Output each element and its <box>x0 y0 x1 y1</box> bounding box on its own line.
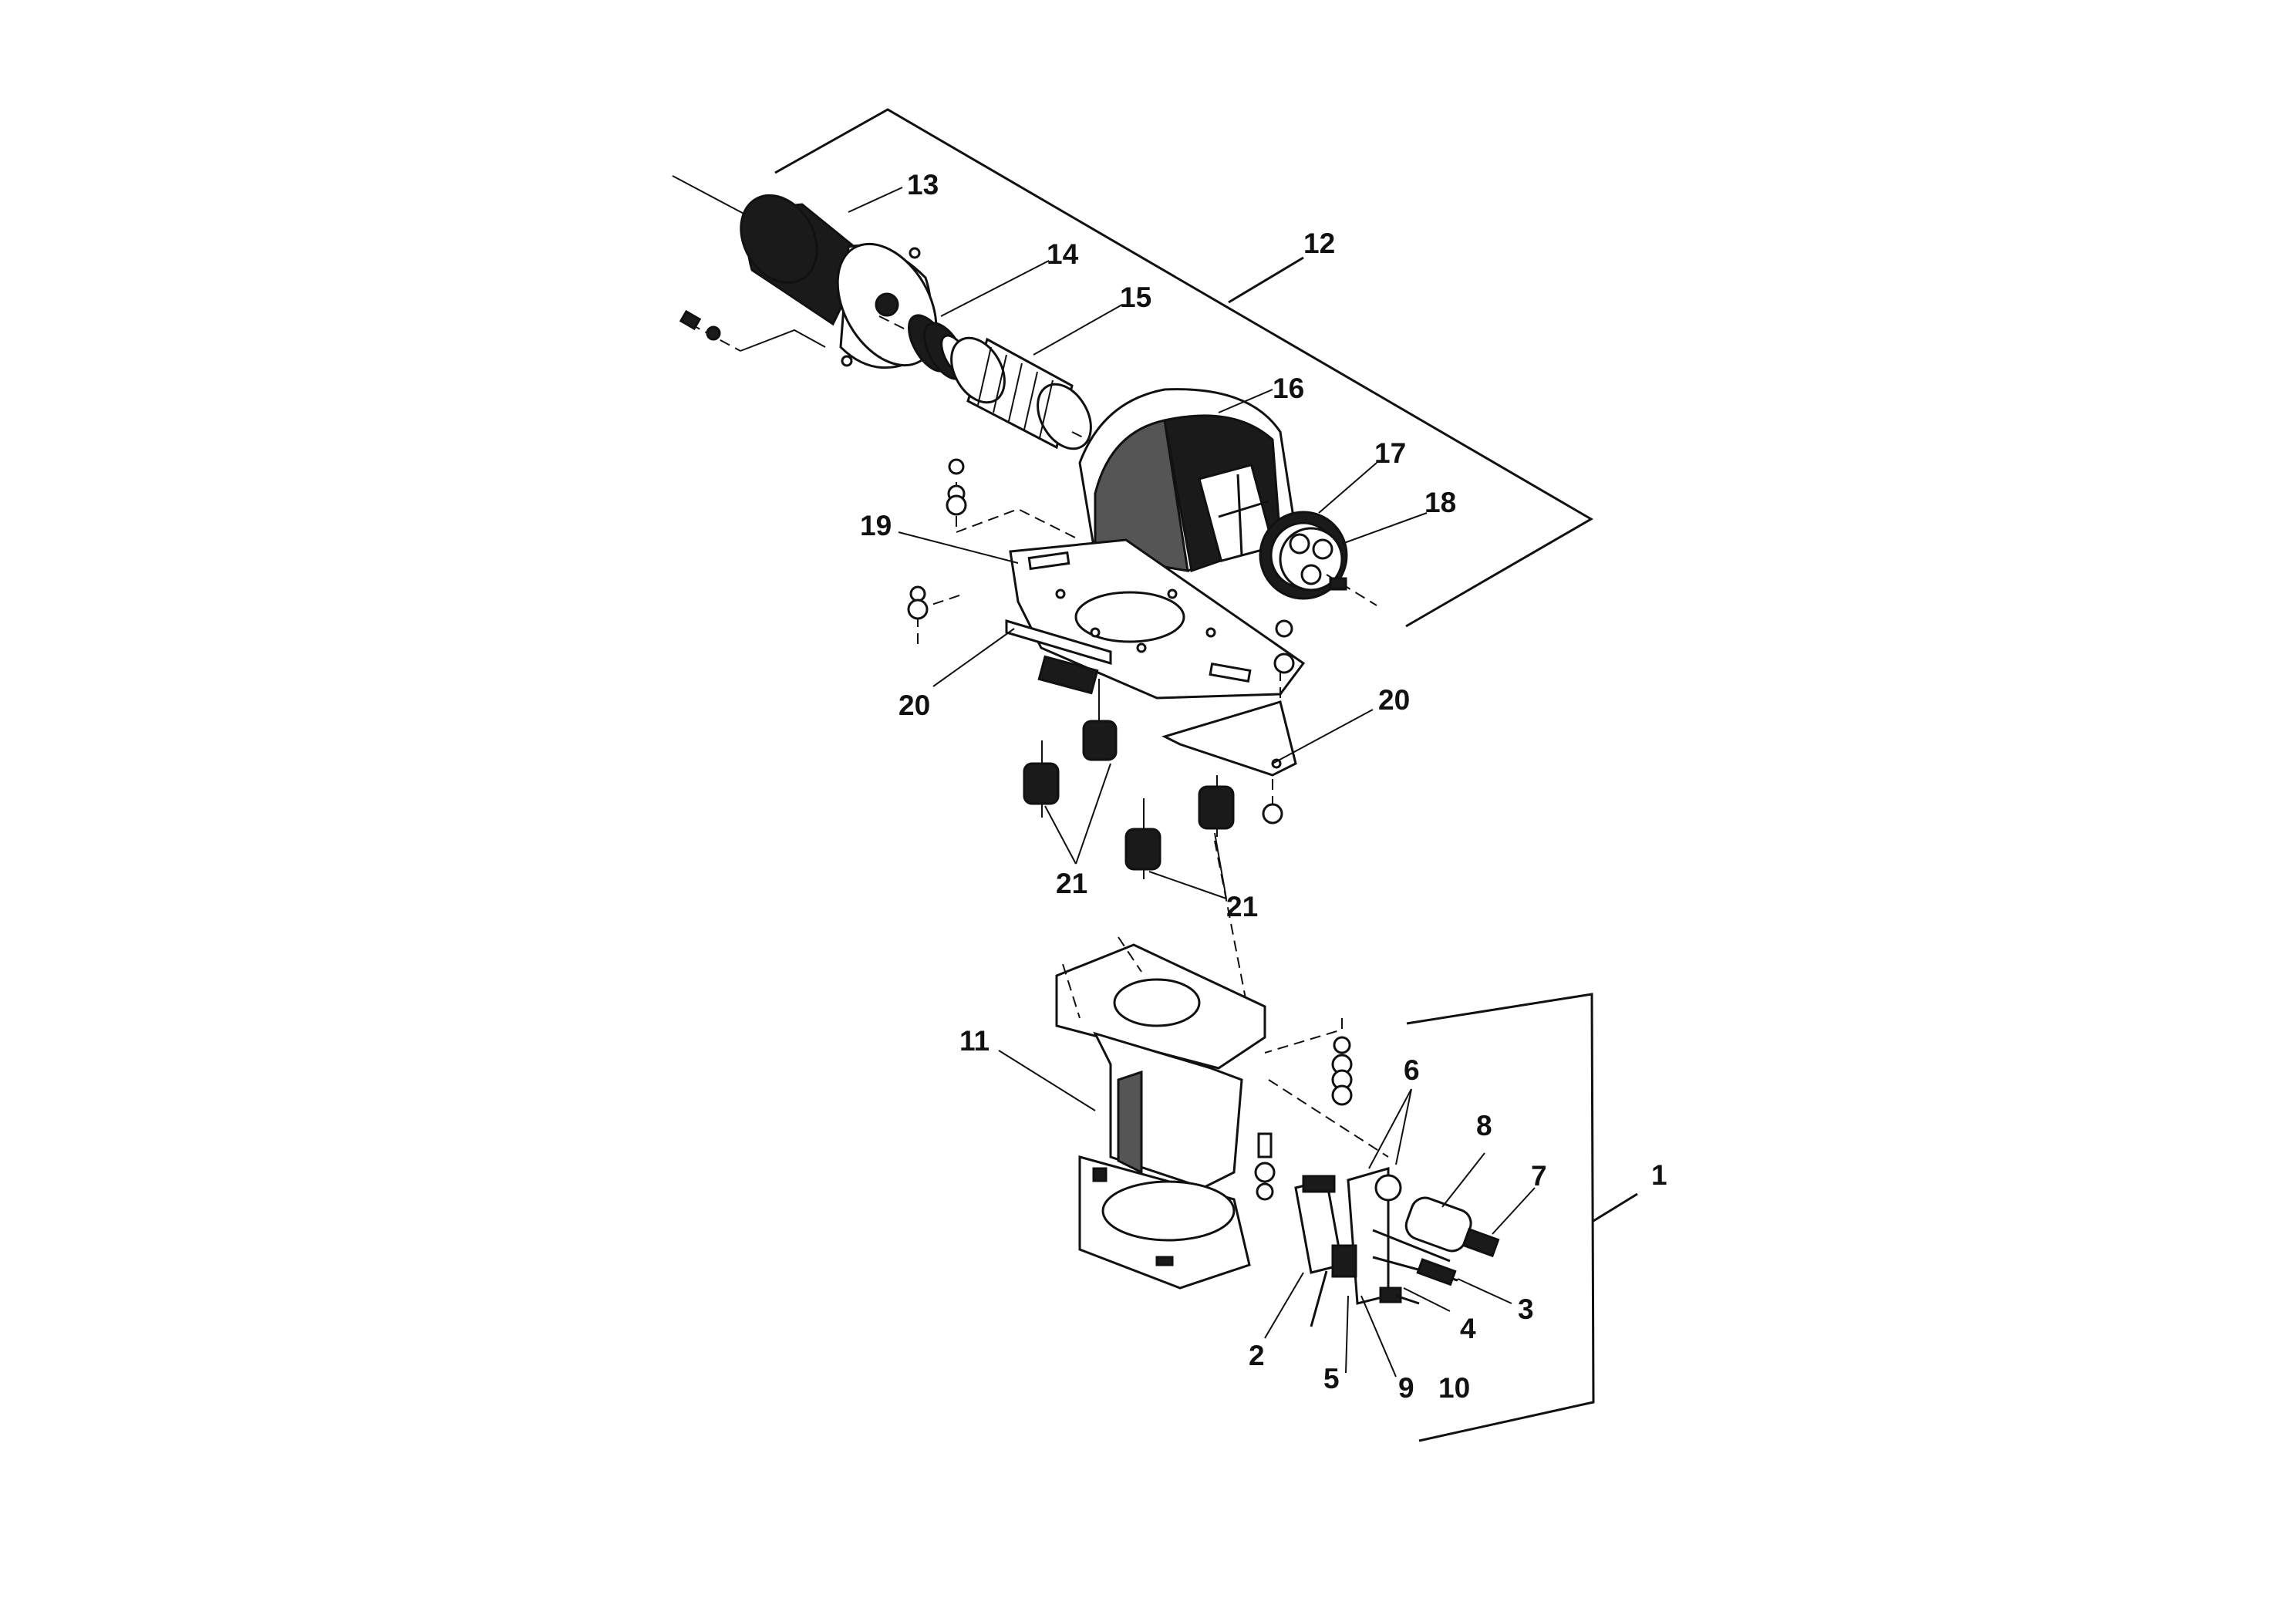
callout-9: 9 <box>1398 1372 1414 1404</box>
callout-labels: 13 14 15 12 16 17 18 19 20 20 21 21 11 6… <box>860 169 1667 1404</box>
callout-15: 15 <box>1120 282 1151 313</box>
callout-19: 19 <box>860 510 892 541</box>
callout-17: 17 <box>1374 437 1406 469</box>
bracket-part-20-left <box>907 585 1112 695</box>
shutter-plate-part-18 <box>1279 527 1377 606</box>
callout-12: 12 <box>1303 228 1335 259</box>
fastener-stack <box>1254 1018 1389 1201</box>
callout-21-left: 21 <box>1056 868 1087 899</box>
callout-6: 6 <box>1404 1054 1420 1086</box>
fan-wheel-part-15 <box>950 336 1111 452</box>
callout-11: 11 <box>959 1025 990 1057</box>
bracket-part-20-right <box>1161 619 1297 824</box>
mounting-plate-part-19 <box>946 458 1306 700</box>
callout-4: 4 <box>1460 1313 1476 1344</box>
bracket-12 <box>774 108 1593 628</box>
callout-1: 1 <box>1651 1159 1667 1191</box>
callout-20-right: 20 <box>1378 684 1410 716</box>
callout-8: 8 <box>1476 1110 1492 1141</box>
motor-part-13 <box>672 175 938 369</box>
vibration-mounts-part-21 <box>1023 679 1250 1019</box>
ignition-assembly-parts-2-10 <box>1294 1167 1500 1327</box>
callout-21-right: 21 <box>1226 891 1258 922</box>
callout-20-left: 20 <box>899 690 930 721</box>
callout-16: 16 <box>1273 373 1304 404</box>
callout-14: 14 <box>1047 238 1079 270</box>
burner-housing-part-11 <box>1055 936 1266 1290</box>
callout-10: 10 <box>1438 1372 1470 1404</box>
callout-7: 7 <box>1531 1160 1547 1192</box>
callout-2: 2 <box>1249 1340 1265 1371</box>
bracket-1 <box>1406 993 1638 1442</box>
callout-13: 13 <box>907 169 939 201</box>
blower-housing-part-16 <box>1078 388 1297 572</box>
callout-3: 3 <box>1518 1293 1534 1325</box>
leader-lines <box>848 187 1536 1378</box>
callout-5: 5 <box>1323 1363 1340 1394</box>
callout-18: 18 <box>1424 487 1456 518</box>
